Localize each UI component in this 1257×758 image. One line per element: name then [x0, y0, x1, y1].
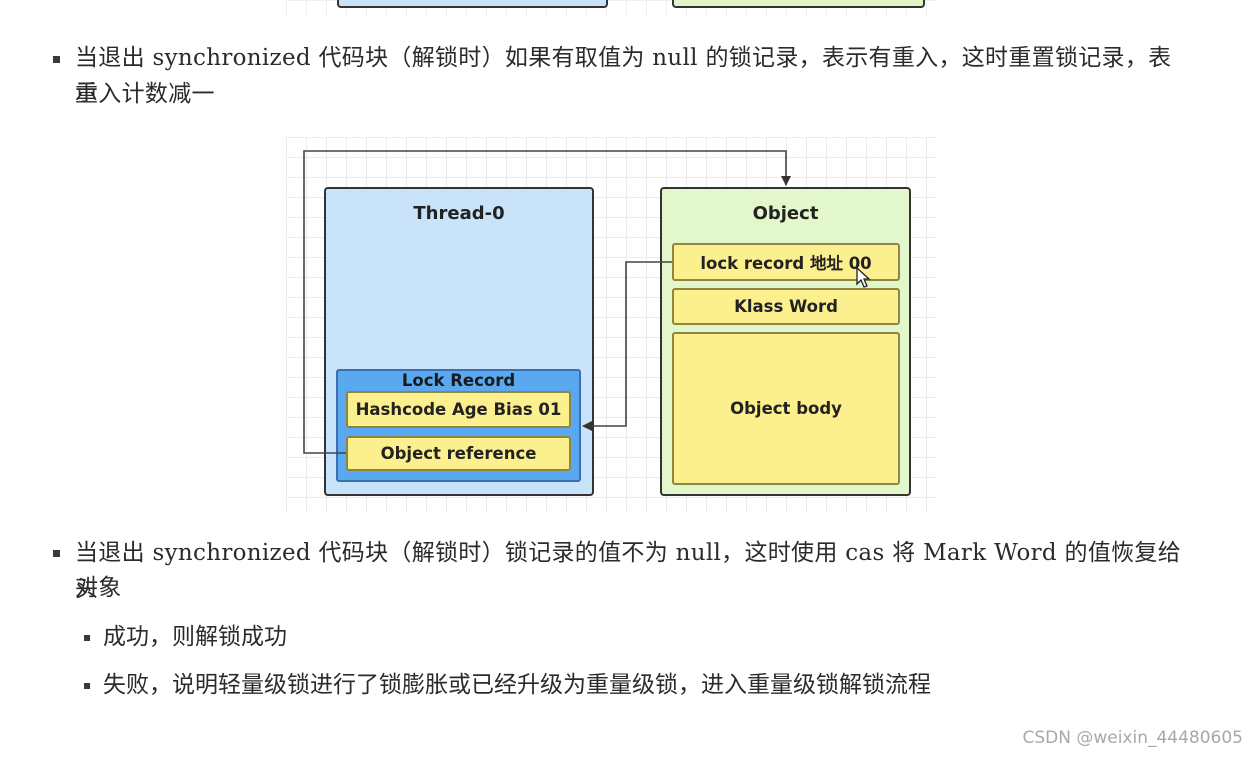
lock-diagram: Thread-0 Lock Record Hashcode Age Bias 0…	[286, 137, 936, 512]
object-reference-arrow	[303, 150, 791, 454]
sub-bullet-marker	[84, 683, 90, 689]
previous-thread-box-edge	[337, 0, 608, 8]
sub-bullet-marker	[84, 635, 90, 641]
bullet-marker	[53, 550, 60, 557]
object-body-cell: Object body	[672, 332, 900, 485]
klass-word-cell: Klass Word	[672, 288, 900, 325]
diagram-arrows	[303, 150, 791, 454]
bullet-marker	[53, 56, 60, 63]
lock-record-title: Lock Record	[401, 371, 516, 390]
bullet-1-line-1: 当退出 synchronized 代码块（解锁时）如果有取值为 null 的锁记…	[75, 45, 1172, 106]
thread-title: Thread-0	[413, 203, 505, 224]
lock-address-arrow	[582, 261, 672, 431]
bullet-2-line-2: 头	[75, 576, 99, 602]
sub-bullet-success: 成功，则解锁成功	[103, 624, 287, 650]
mouse-cursor-icon	[856, 267, 871, 288]
object-reference-cell: Object reference	[346, 436, 571, 471]
bullet-1-line-2: 重入计数减一	[75, 81, 215, 107]
previous-object-box-edge	[672, 0, 925, 8]
bullet-2-line-1: 当退出 synchronized 代码块（解锁时）锁记录的值不为 null，这时…	[75, 540, 1182, 601]
object-title: Object	[752, 203, 819, 224]
watermark: CSDN @weixin_44480605	[1022, 728, 1243, 748]
sub-bullet-failure: 失败，说明轻量级锁进行了锁膨胀或已经升级为重量级锁，进入重量级锁解锁流程	[103, 672, 931, 698]
hashcode-cell: Hashcode Age Bias 01	[346, 391, 571, 428]
